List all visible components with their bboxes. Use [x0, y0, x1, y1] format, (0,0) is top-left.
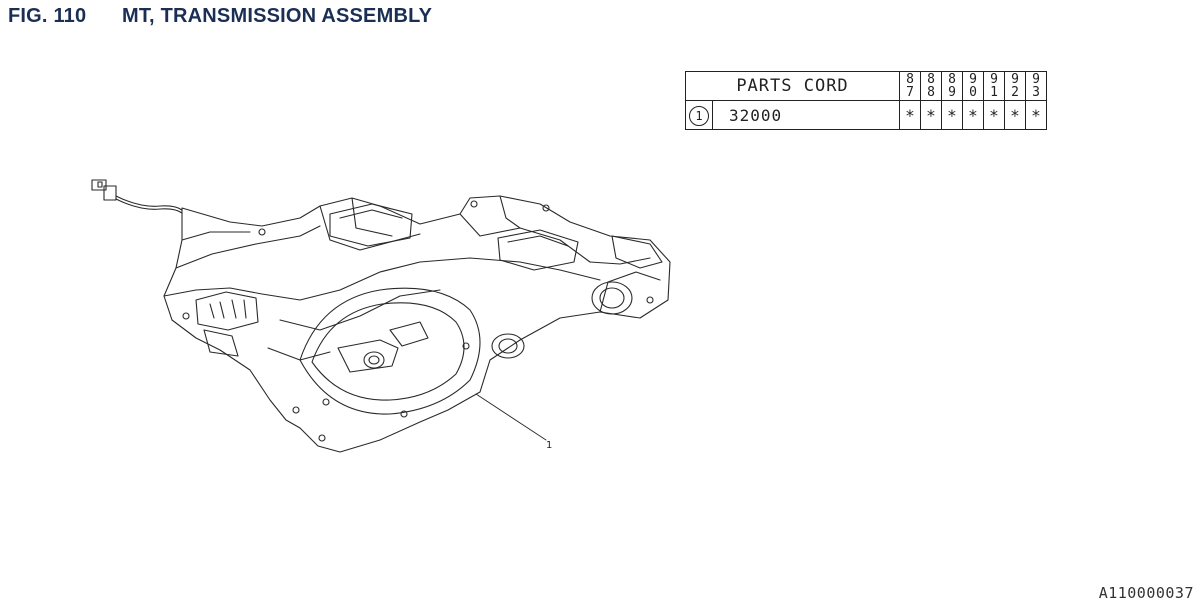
figure-title: MT, TRANSMISSION ASSEMBLY — [122, 5, 433, 27]
sensor-connector-icon — [91, 179, 183, 214]
figure-number: FIG. 110 — [8, 5, 87, 27]
callout-leader-line — [475, 393, 547, 441]
figure-header: FIG. 110 MT, TRANSMISSION ASSEMBLY — [8, 5, 432, 28]
ref-number-cell: 1 — [685, 100, 713, 130]
callout-number: 1 — [546, 440, 553, 451]
document-id: A110000037 — [1098, 584, 1194, 602]
applicability-mark: * — [1025, 100, 1047, 130]
part-code-cell[interactable]: 32000 — [712, 100, 900, 130]
parts-cord-header: PARTS CORD — [685, 71, 900, 101]
transmission-case — [163, 195, 671, 453]
table-row[interactable]: 1 32000 * * * * * * * — [685, 100, 1047, 130]
ref-circle: 1 — [689, 105, 709, 126]
